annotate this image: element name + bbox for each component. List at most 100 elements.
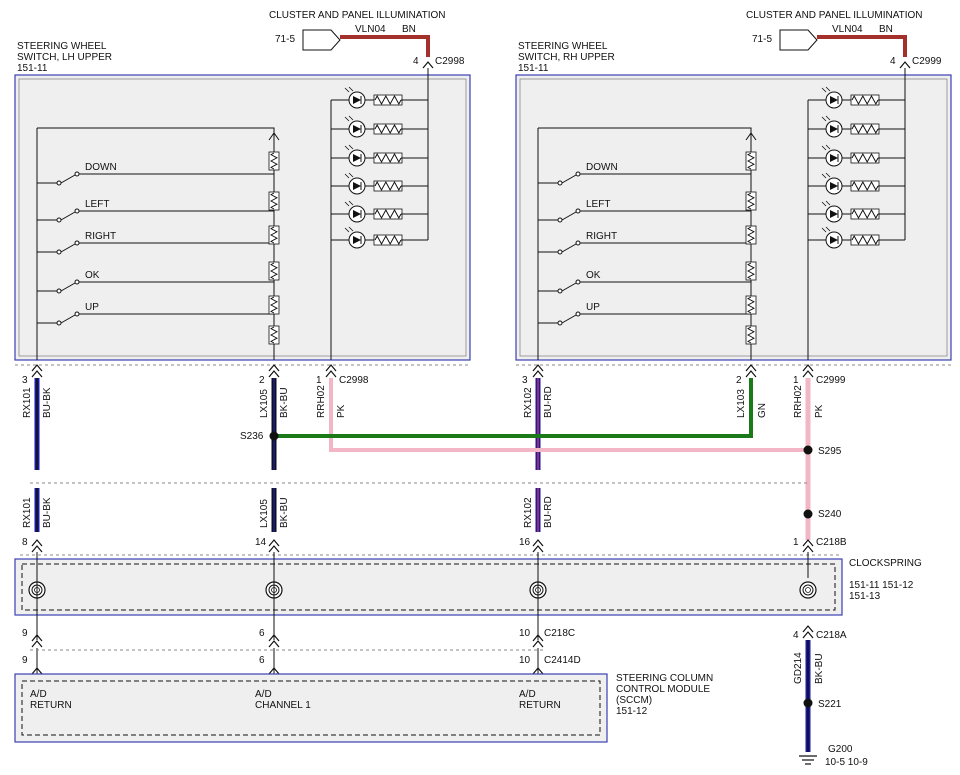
lh-ill-color: BN: [402, 24, 416, 35]
rh-ill-conn: C2999: [912, 56, 942, 67]
ground-label: G200: [828, 744, 853, 755]
c218a-pin: 4: [793, 630, 799, 641]
lh-title-line2: SWITCH, LH UPPER: [17, 52, 112, 63]
rh-illumination-feed: CLUSTER AND PANEL ILLUMINATION 71-5 VLN0…: [746, 10, 942, 69]
lamp-1: [808, 86, 905, 109]
rh-title-line3: 151-11: [518, 63, 549, 74]
c218c-label: C218C: [544, 628, 575, 639]
lamp-3: [808, 144, 905, 167]
lh-title-line1: STEERING WHEEL: [17, 41, 107, 52]
splice-s221-label: S221: [818, 699, 842, 710]
switch-resistor-chain: [745, 151, 757, 345]
label-bkbu-lower: BK-BU: [279, 497, 290, 528]
switch-row-down: DOWN: [538, 162, 751, 186]
ground-refs: 10-5 10-9: [825, 757, 868, 768]
lh-ill-circuit: VLN04: [355, 24, 386, 35]
lamp-4: [331, 172, 428, 195]
lh-lamp-array: [330, 68, 429, 360]
label-gn: GN: [757, 403, 768, 418]
clockspring-coil-4: [799, 581, 817, 599]
label-bubk-lower: BU-BK: [42, 497, 53, 528]
switch-row-left: LEFT: [37, 199, 274, 223]
lamp-5: [808, 200, 905, 223]
switch-label-right: RIGHT: [85, 231, 116, 242]
splice-s236: [269, 431, 279, 441]
switch-label-right: RIGHT: [586, 231, 617, 242]
rh-connector-c2999: 3 2 1 C2999: [522, 375, 846, 386]
switch-label-up: UP: [586, 302, 600, 313]
lh-ill-pin: 4: [413, 56, 419, 67]
sccm-input-3-l2: RETURN: [519, 700, 561, 711]
switch-row-up: UP: [37, 302, 274, 326]
lh-ill-ref: 71-5: [275, 34, 295, 45]
clockspring-ref-2: 151-13: [849, 591, 881, 602]
switch-row-ok: OK: [538, 270, 751, 294]
c218c-pin-1: 9: [22, 628, 28, 639]
lamp-5: [331, 200, 428, 223]
lh-conn-label: C2998: [339, 375, 369, 386]
rh-title-line1: STEERING WHEEL: [518, 41, 608, 52]
sccm-title-3: (SCCM): [616, 695, 652, 706]
switch-label-left: LEFT: [586, 199, 610, 210]
label-bubk-upper: BU-BK: [42, 387, 53, 418]
label-pk-lh: PK: [336, 404, 347, 418]
rh-title-line2: SWITCH, RH UPPER: [518, 52, 615, 63]
rh-lamp-array: [807, 68, 906, 360]
label-lx105-upper: LX105: [259, 389, 270, 418]
label-rx101-lower: RX101: [22, 497, 33, 528]
rh-switch-rows: DOWN LEFT RIGHT OK UP: [538, 151, 757, 345]
c2414d-arrows: [31, 667, 544, 675]
label-gd214: GD214: [793, 652, 804, 684]
lh-switch-rows: DOWN LEFT RIGHT OK UP: [37, 151, 280, 345]
rh-pin-2: 2: [736, 375, 742, 386]
sccm-title-2: CONTROL MODULE: [616, 684, 710, 695]
rh-pin-1: 3: [522, 375, 528, 386]
lh-switch-title: STEERING WHEEL SWITCH, LH UPPER 151-11: [17, 41, 112, 74]
switch-label-up: UP: [85, 302, 99, 313]
lamp-6: [331, 226, 428, 249]
clockspring-box: [14, 558, 843, 616]
label-burd-upper: BU-RD: [543, 386, 554, 418]
wire-lx103: [274, 378, 753, 438]
switch-resistor-chain: [268, 151, 280, 345]
label-bkbu-upper: BK-BU: [279, 387, 290, 418]
lamp-6: [808, 226, 905, 249]
label-rrh02-lh: RRH02: [316, 385, 327, 418]
pin-8: 8: [22, 537, 28, 548]
switch-label-ok: OK: [85, 270, 100, 281]
c2414d-pin-3: 10: [519, 655, 531, 666]
lamp-2: [331, 115, 428, 138]
lh-pin-3: 1: [316, 375, 322, 386]
splice-s221: [803, 698, 813, 708]
rh-ill-title: CLUSTER AND PANEL ILLUMINATION: [746, 10, 923, 21]
lh-ill-title: CLUSTER AND PANEL ILLUMINATION: [269, 10, 446, 21]
switch-row-right: RIGHT: [37, 231, 274, 255]
rh-ill-color: BN: [879, 24, 893, 35]
sccm-title-4: 151-12: [616, 706, 648, 717]
clockspring-ref-1: 151-11 151-12: [849, 580, 914, 591]
lh-ill-conn: C2998: [435, 56, 465, 67]
switch-label-ok: OK: [586, 270, 601, 281]
sccm-box: [14, 673, 608, 743]
c2414d-connector: 9 6 10 C2414D: [22, 655, 581, 666]
switch-label-left: LEFT: [85, 199, 109, 210]
rh-conn-label: C2999: [816, 375, 846, 386]
switch-row-up: UP: [538, 302, 751, 326]
splice-s240-label: S240: [818, 509, 842, 520]
switch-row-left: LEFT: [538, 199, 751, 223]
label-burd-lower: BU-RD: [543, 496, 554, 528]
c218c-connector: 9 6 10 C218C: [22, 628, 575, 639]
switch-row-ok: OK: [37, 270, 274, 294]
rh-switch-box: [515, 74, 952, 361]
lh-ill-connector-symbol: [302, 29, 341, 51]
sccm-input-2-l1: A/D: [255, 689, 272, 700]
splice-s295-label: S295: [818, 446, 842, 457]
switch-label-down: DOWN: [85, 162, 117, 173]
sccm-title-1: STEERING COLUMN: [616, 673, 713, 684]
lh-pin-2: 2: [259, 375, 265, 386]
c2414d-pin-2: 6: [259, 655, 265, 666]
wire-rrh02-lh: [329, 378, 808, 452]
c218b-label: C218B: [816, 537, 847, 548]
sccm-input-3-l1: A/D: [519, 689, 536, 700]
c218b-pin: 1: [793, 537, 799, 548]
